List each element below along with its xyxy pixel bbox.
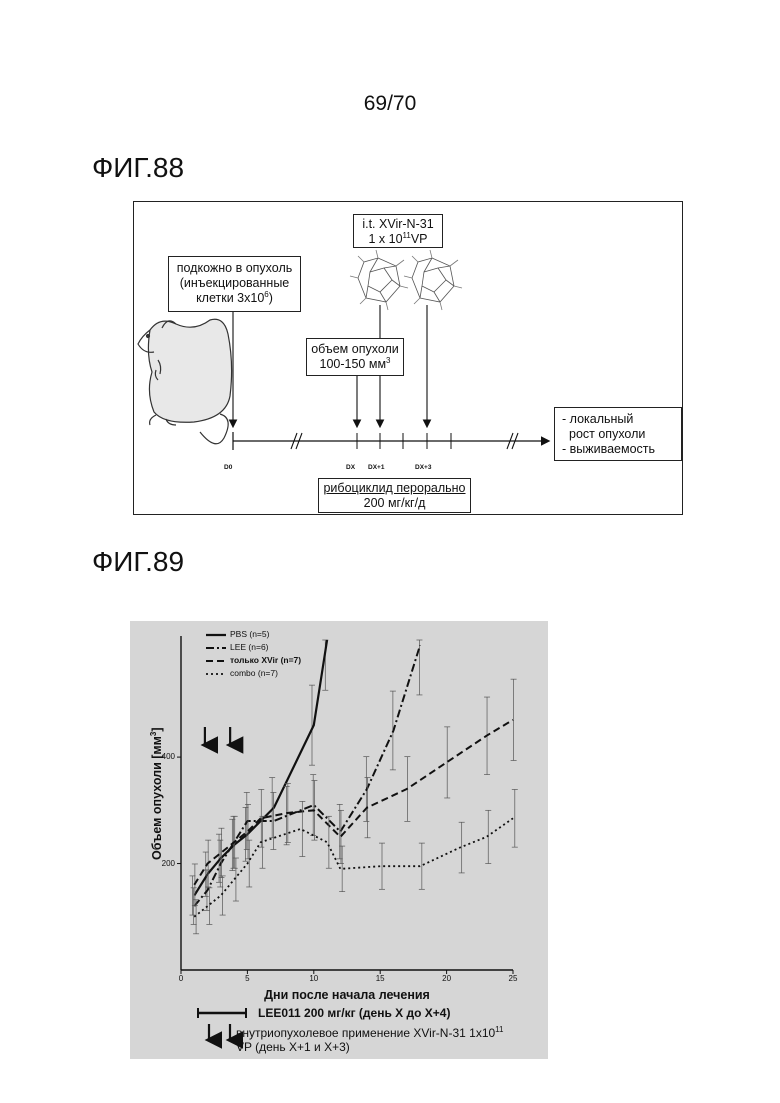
lee011-note: LEE011 200 мг/кг (день X до X+4) — [258, 1006, 450, 1020]
x-tick-label: 5 — [239, 974, 255, 983]
series-line-1 — [194, 645, 420, 906]
xvir-note: внутриопухолевое применение XVir-N-31 1x… — [236, 1026, 503, 1054]
y-tick-label: 200 — [155, 859, 175, 868]
x-tick-label: 10 — [306, 974, 322, 983]
series-line-3 — [194, 818, 513, 916]
legend-item: PBS (n=5) — [230, 629, 269, 639]
legend-item: LEE (n=6) — [230, 642, 269, 652]
x-tick-label: 25 — [505, 974, 521, 983]
x-tick-label: 0 — [173, 974, 189, 983]
y-axis-label: Объем опухоли [мм3] — [150, 727, 164, 860]
x-axis-label: Дни после начала лечения — [181, 988, 513, 1002]
x-tick-label: 15 — [372, 974, 388, 983]
x-tick-label: 20 — [439, 974, 455, 983]
legend-item: combo (n=7) — [230, 668, 278, 678]
legend-item: только XVir (n=7) — [230, 655, 301, 665]
series-line-2 — [194, 720, 513, 885]
y-tick-label: 400 — [155, 752, 175, 761]
